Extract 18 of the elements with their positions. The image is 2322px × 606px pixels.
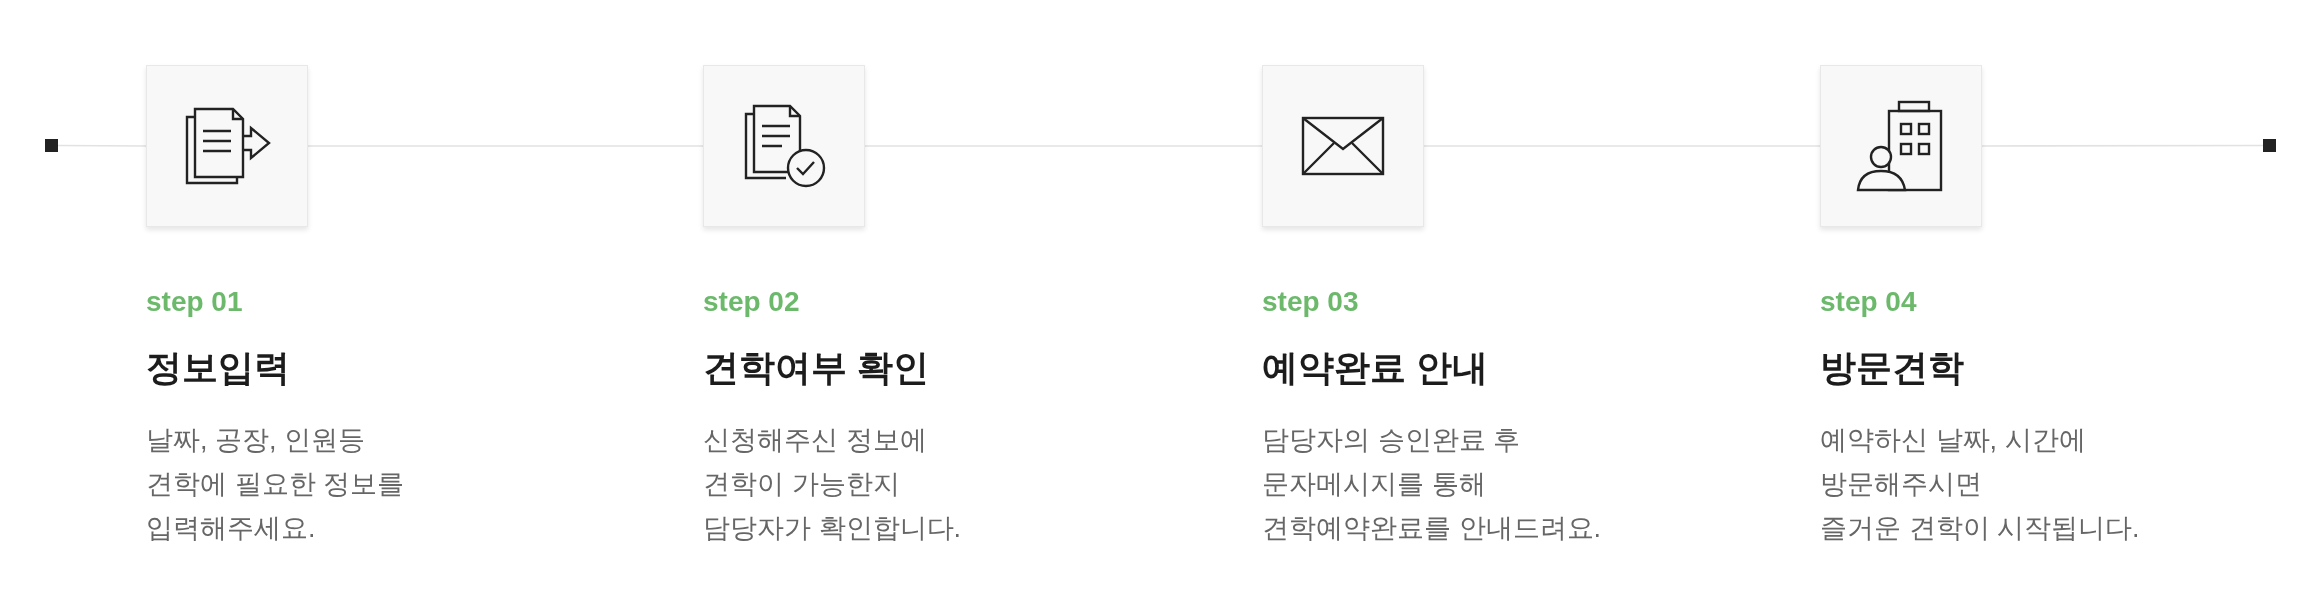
- step-title: 정보입력: [146, 346, 290, 390]
- step-tile: [703, 65, 865, 227]
- step-title: 방문견학: [1820, 346, 1964, 390]
- step-label: step 03: [1262, 285, 1359, 319]
- step-label: step 02: [703, 285, 800, 319]
- step-description: 담당자의 승인완료 후 문자메시지를 통해 견학예약완료를 안내드려요.: [1262, 424, 1601, 545]
- step-description: 신청해주신 정보에 견학이 가능한지 담당자가 확인합니다.: [703, 424, 961, 545]
- step-title: 견학여부 확인: [703, 346, 929, 390]
- step-tile: [1262, 65, 1424, 227]
- step-label: step 01: [146, 285, 243, 319]
- step-label: step 04: [1820, 285, 1917, 319]
- line-end-marker: [2263, 139, 2276, 152]
- step-tile: [1820, 65, 1982, 227]
- step-description: 날짜, 공장, 인원등 견학에 필요한 정보를 입력해주세요.: [146, 424, 404, 545]
- step-description: 예약하신 날짜, 시간에 방문해주시면 즐거운 견학이 시작됩니다.: [1820, 424, 2140, 545]
- step-tile: [146, 65, 308, 227]
- step-title: 예약완료 안내: [1262, 346, 1488, 390]
- line-end-marker: [45, 139, 58, 152]
